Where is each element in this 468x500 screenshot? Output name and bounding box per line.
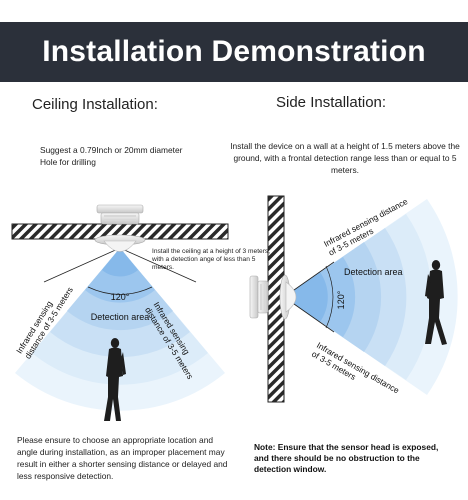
side-person-figure	[425, 260, 447, 345]
side-angle-label: 120°	[336, 290, 346, 309]
ceiling-install-note: Install the ceiling at a height of 3 met…	[152, 248, 271, 271]
ceiling-detection-area-label: Detection area	[91, 312, 150, 322]
ceiling-detection-cone	[15, 247, 225, 411]
side-note: Note: Ensure that the sensor head is exp…	[254, 442, 439, 474]
side-intro-text: Install the device on a wall at a height…	[230, 141, 460, 175]
side-sensor	[249, 274, 297, 320]
side-detection-cone	[283, 199, 458, 395]
ceiling-sensor	[94, 204, 146, 252]
ceiling-person-figure	[104, 338, 126, 421]
side-detection-area-label: Detection area	[344, 267, 403, 277]
ceiling-angle-label: 120°	[111, 292, 130, 302]
ceiling-bottom-text: Please ensure to choose an appropriate l…	[17, 435, 228, 481]
ceiling-heading: Ceiling Installation:	[32, 96, 158, 113]
side-heading: Side Installation:	[276, 94, 387, 111]
title-banner: Installation Demonstration	[0, 22, 468, 82]
ceiling-hole-text: Suggest a 0.79Inch or 20mm diameter Hole…	[40, 145, 183, 167]
page-title: Installation Demonstration	[42, 35, 426, 68]
